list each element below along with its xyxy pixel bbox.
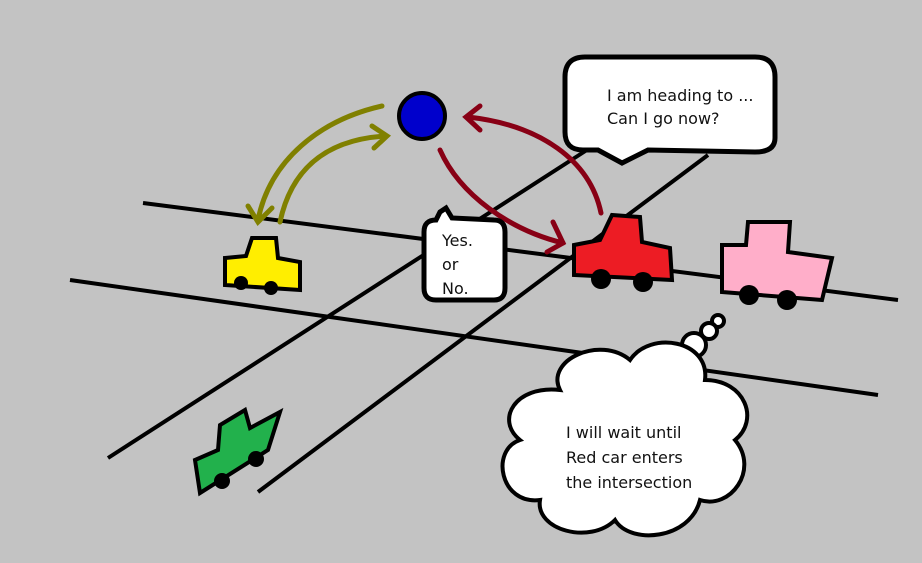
speech-line-1: I am heading to ...: [607, 86, 753, 105]
speech-bubble: I am heading to ... Can I go now?: [562, 54, 778, 166]
reply-line-2: or: [442, 255, 459, 274]
thought-trail-circle: [699, 321, 719, 341]
wheel: [248, 451, 264, 467]
green-car: [192, 406, 284, 497]
speech-bubble-outline: [562, 54, 778, 166]
thought-line-1: I will wait until: [566, 423, 681, 442]
speech-line-2: Can I go now?: [607, 109, 720, 128]
reply-bubble: Yes. or No.: [421, 204, 508, 303]
road-line-diagonal-left: [106, 146, 592, 460]
roads: [69, 146, 899, 494]
coordinator-hub: [397, 91, 447, 141]
arrowhead: [544, 219, 567, 255]
arrow-red-to-hub: [465, 114, 604, 216]
arrowhead: [245, 203, 275, 226]
arrow-hub-to-red: [437, 147, 566, 246]
arrowhead: [462, 103, 483, 133]
wheel: [739, 285, 759, 305]
thought-line-3: the intersection: [566, 473, 692, 492]
arrowhead: [369, 123, 392, 151]
red-arrows: [437, 103, 604, 255]
wheel: [633, 272, 653, 292]
thought-cloud: I will wait until Red car enters the int…: [500, 313, 750, 538]
yellow-car: [223, 236, 302, 295]
reply-line-3: No.: [442, 279, 469, 298]
reply-bubble-outline: [421, 204, 508, 303]
wheel: [234, 276, 248, 290]
arrow-yellow-to-hub: [277, 133, 388, 225]
wheel: [777, 290, 797, 310]
pink-car-body: [720, 220, 835, 303]
road-line-lower: [69, 278, 879, 397]
pink-car: [720, 220, 835, 310]
red-car: [572, 212, 675, 292]
reply-line-1: Yes.: [441, 231, 473, 250]
wheel: [264, 281, 278, 295]
green-car-body: [192, 406, 284, 497]
wheel: [214, 473, 230, 489]
olive-arrows: [245, 103, 392, 226]
wheel: [591, 269, 611, 289]
thought-cloud-outline: [500, 340, 750, 538]
road-line-diagonal-right: [256, 153, 710, 494]
arrow-hub-to-yellow: [255, 103, 385, 223]
thought-line-2: Red car enters: [566, 448, 683, 467]
red-car-body: [572, 212, 675, 283]
